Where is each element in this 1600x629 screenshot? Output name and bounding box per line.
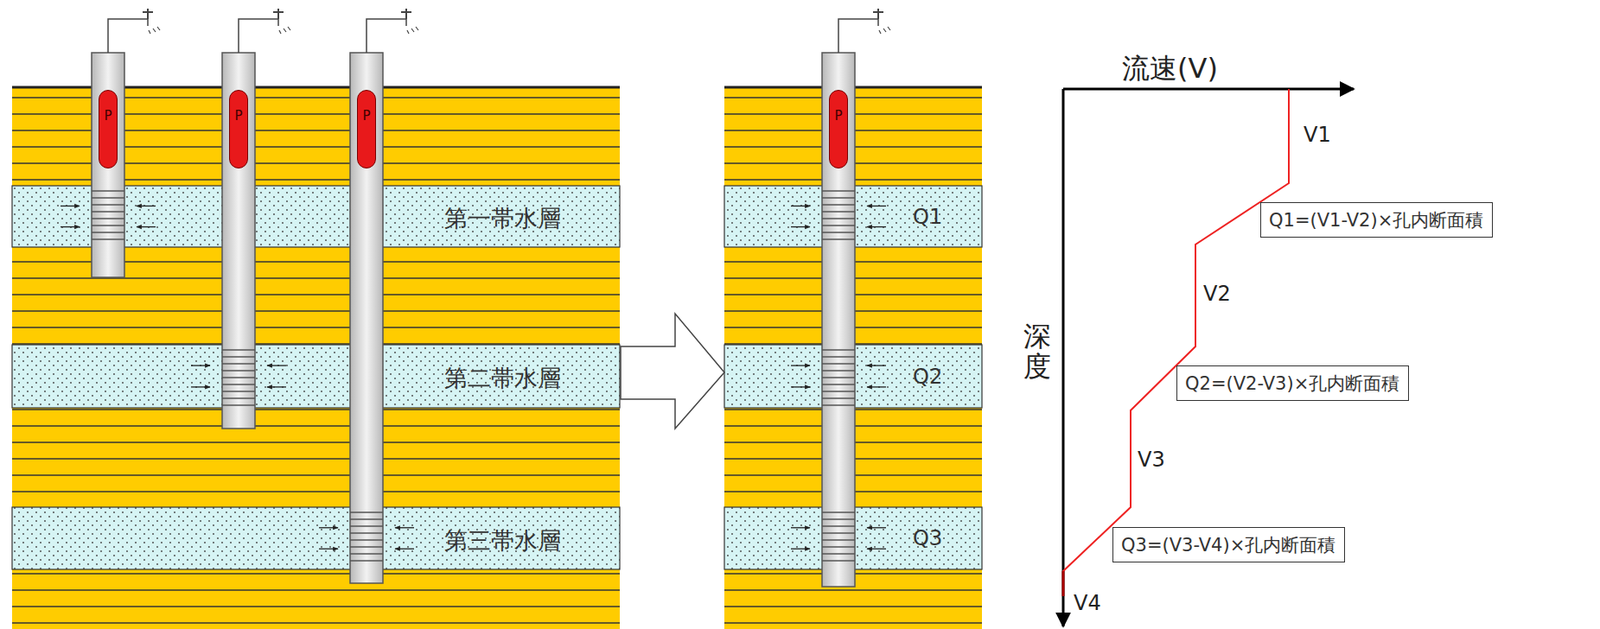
pump: P <box>229 89 249 169</box>
formula-text: Q2=(V2-V3)×孔内断面積 <box>1185 371 1400 396</box>
inflow-arrow <box>790 364 810 366</box>
inflow-arrow <box>60 205 80 207</box>
inflow-arrow <box>191 386 211 388</box>
aquifer-inflow-band: Q2 <box>724 344 982 408</box>
aquifer-name: 第二帯水層 <box>444 363 561 395</box>
inflow-arrow <box>866 364 887 366</box>
well-casing <box>91 8 160 278</box>
inflow-arrow <box>395 527 415 529</box>
pump-letter: P <box>834 108 842 124</box>
axis-title: 深度 <box>1023 321 1052 383</box>
inflow-arrow <box>866 527 887 529</box>
inflow-label: Q1 <box>912 204 943 230</box>
aquifer-inflow-band: Q1 <box>724 185 982 248</box>
inflow-arrow <box>318 548 338 550</box>
inflow-arrow <box>136 205 156 207</box>
well-casing <box>222 8 291 429</box>
inflow-label: Q2 <box>912 364 943 389</box>
inflow-arrow <box>790 548 810 550</box>
aquifer-name: 第三帯水層 <box>444 525 561 557</box>
axis-title: 流速(V) <box>1121 50 1218 89</box>
velocity-label: V3 <box>1137 447 1166 472</box>
pump: P <box>98 89 118 169</box>
aquifer-band: 第一帯水層 <box>12 185 620 248</box>
aquifer-band: 第二帯水層 <box>12 344 620 408</box>
well-casing <box>350 8 419 584</box>
velocity-label: V4 <box>1073 591 1102 616</box>
transition-arrow <box>620 313 725 429</box>
inflow-arrow <box>866 205 887 207</box>
inflow-arrow <box>136 226 156 228</box>
aquifer-band <box>12 344 620 408</box>
pump-letter: P <box>103 108 112 124</box>
inflow-arrow <box>191 364 211 366</box>
velocity-label: V2 <box>1203 281 1231 306</box>
inflow-arrow <box>866 386 887 388</box>
inflow-label: Q3 <box>912 526 943 551</box>
inflow-arrow <box>267 386 287 388</box>
inflow-arrow <box>267 364 287 366</box>
formula-text: Q1=(V1-V2)×孔内断面積 <box>1268 208 1484 233</box>
inflow-arrow <box>866 548 887 550</box>
inflow-arrow <box>60 226 80 228</box>
velocity-label: V1 <box>1303 122 1332 147</box>
inflow-arrow <box>790 205 810 207</box>
formula-text: Q3=(V3-V4)×孔内断面積 <box>1121 533 1336 558</box>
inflow-arrow <box>318 527 338 529</box>
pump: P <box>828 89 848 169</box>
aquifer-band: 第三帯水層 <box>12 507 620 570</box>
inflow-arrow <box>790 386 810 388</box>
velocity-axis <box>1063 88 1354 91</box>
aquifer-inflow-band: Q3 <box>724 507 982 570</box>
pump-letter: P <box>362 108 370 124</box>
formula-box: Q1=(V1-V2)×孔内断面積 <box>1260 202 1493 238</box>
well-casing <box>822 8 891 587</box>
depth-axis <box>1062 89 1065 627</box>
formula-box: Q2=(V2-V3)×孔内断面積 <box>1176 365 1409 402</box>
inflow-arrow <box>790 527 810 529</box>
pump: P <box>356 89 377 169</box>
aquifer-name: 第一帯水層 <box>444 203 561 235</box>
pump-letter: P <box>234 108 243 124</box>
inflow-arrow <box>395 548 415 550</box>
velocity-profile <box>1063 89 1289 597</box>
formula-box: Q3=(V3-V4)×孔内断面積 <box>1112 527 1346 563</box>
aquifer-band <box>12 507 620 570</box>
inflow-arrow <box>790 226 810 228</box>
inflow-arrow <box>866 226 887 228</box>
